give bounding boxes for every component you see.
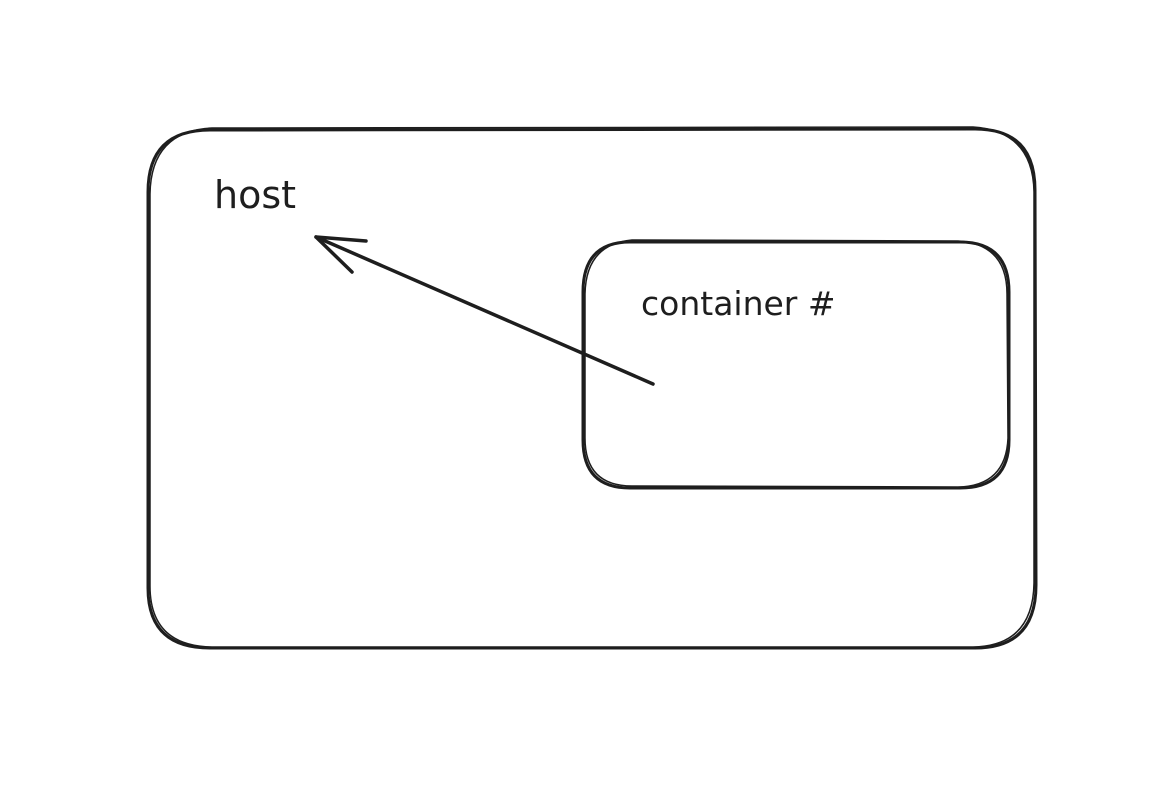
host-box[interactable] (146, 126, 1038, 650)
container-box[interactable] (581, 239, 1011, 490)
host-label: host (214, 173, 296, 217)
arrowhead-icon (314, 235, 368, 274)
arrow-container-to-host (314, 235, 655, 386)
container-label: container # (641, 284, 836, 323)
